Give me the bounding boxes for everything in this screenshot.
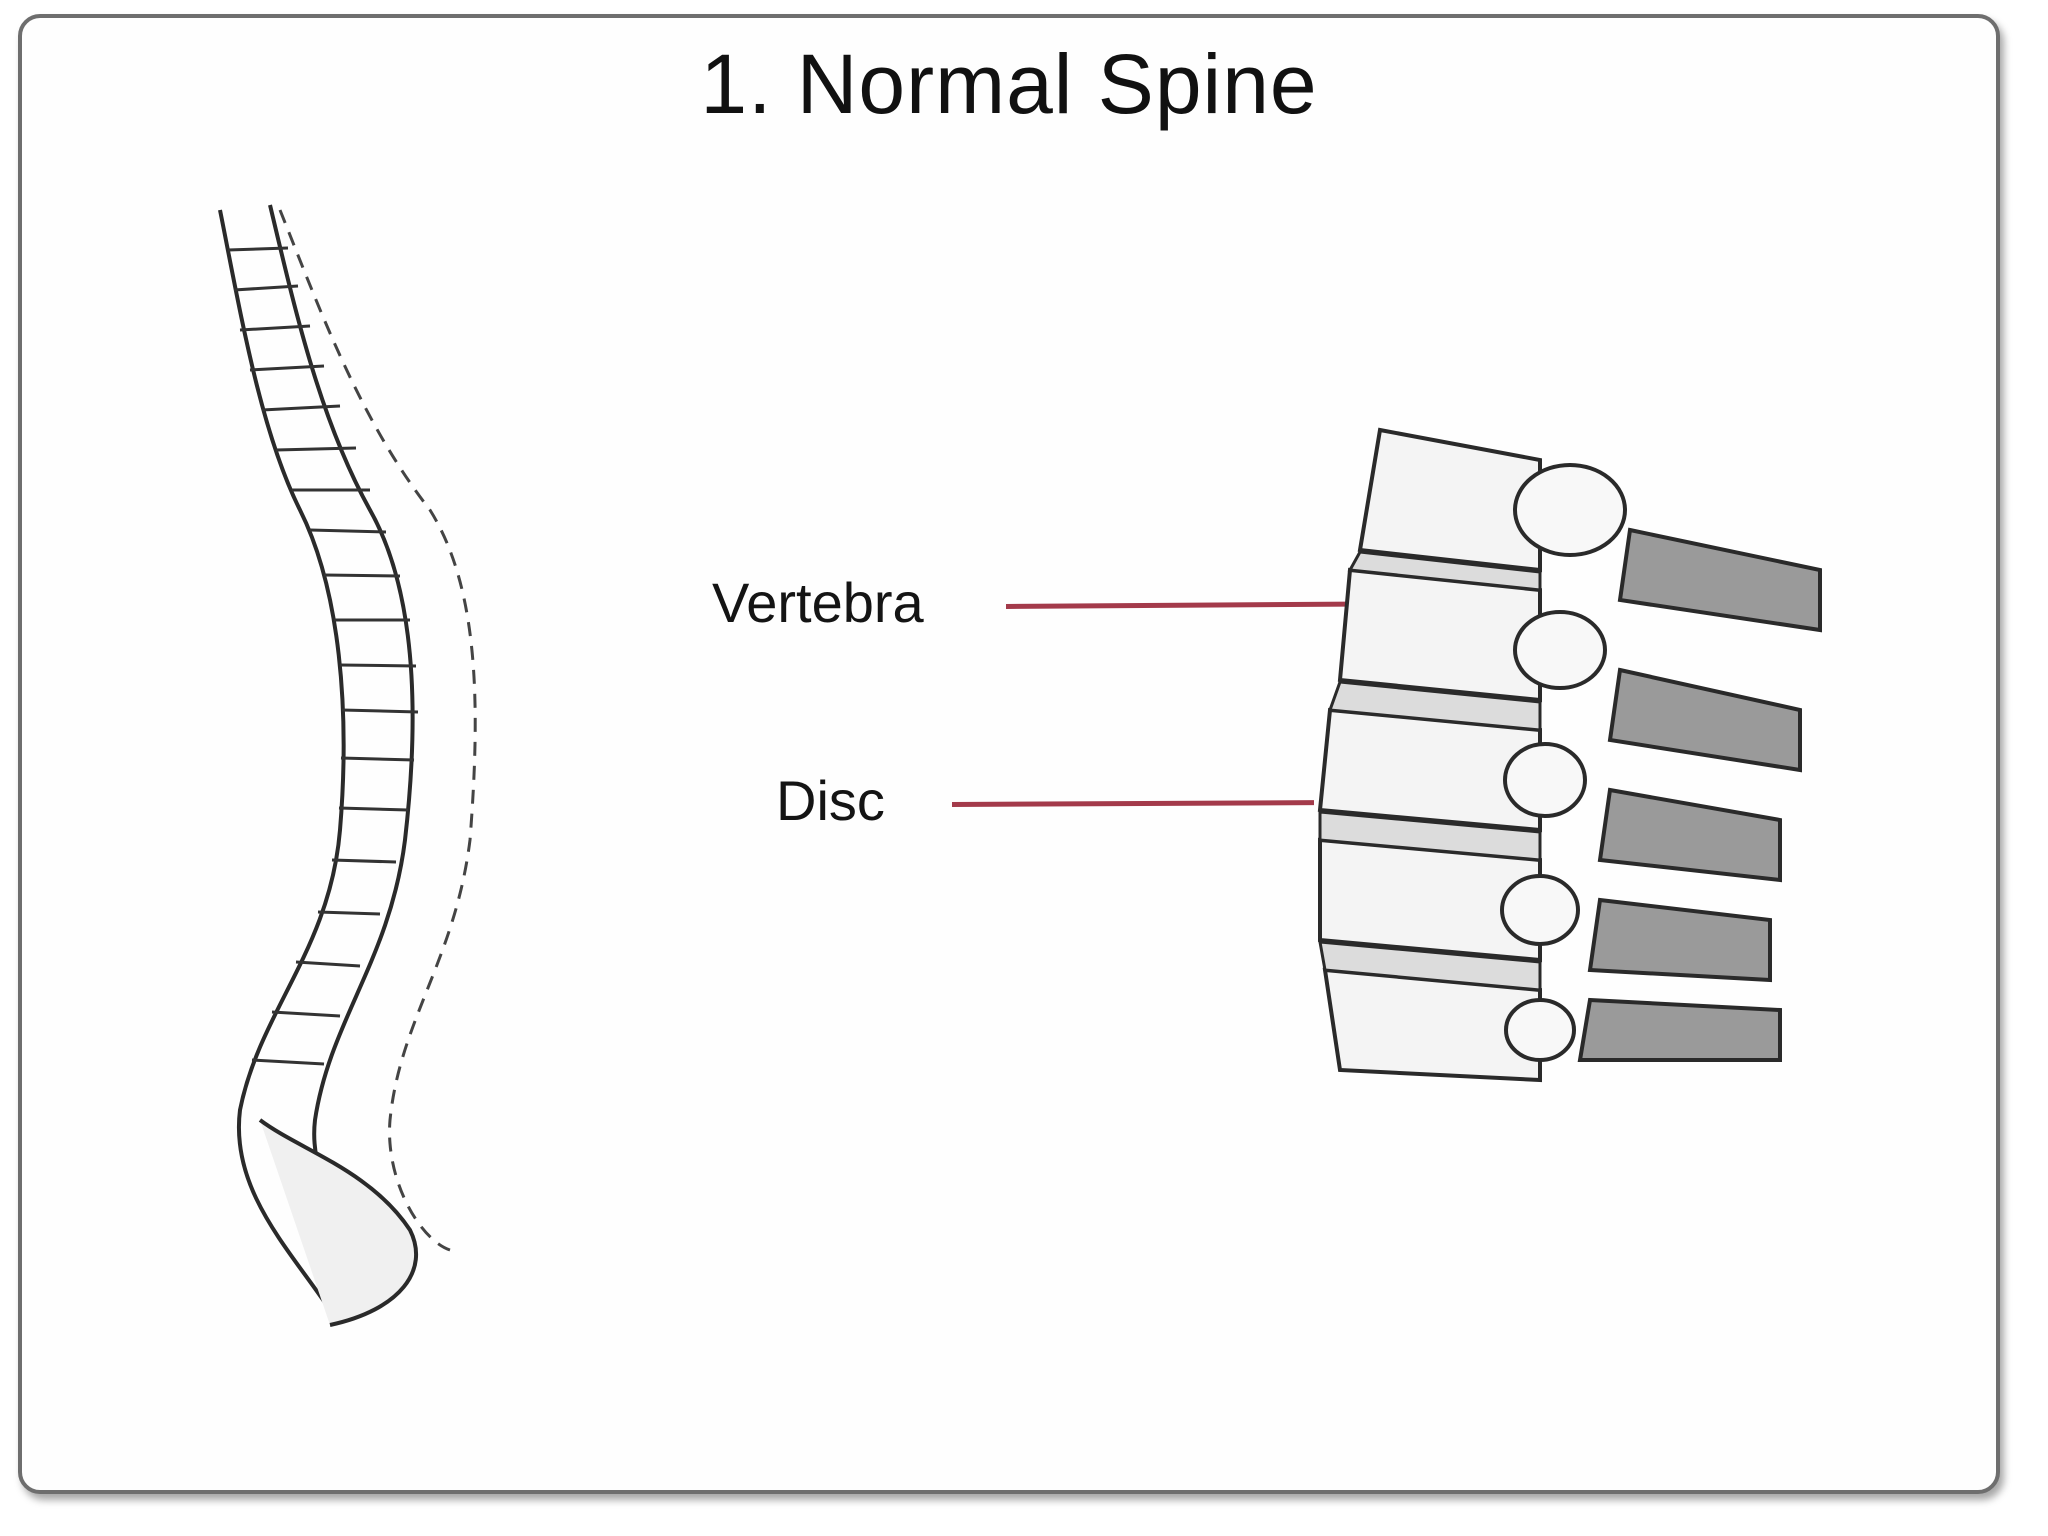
intervertebral-discs [1318, 550, 1542, 992]
disc-2 [1327, 680, 1542, 732]
spinous-processes [1577, 527, 1822, 1062]
spinous-process-1 [1617, 527, 1822, 633]
spinous-process-3 [1597, 787, 1782, 883]
vertebra-segments [227, 246, 419, 1066]
vertebra-label: Vertebra [712, 571, 924, 634]
lumbar-closeup-illustration [1317, 427, 1822, 1083]
disc-4 [1318, 940, 1542, 992]
spinous-process-5 [1577, 997, 1782, 1062]
sacrum-coccyx [258, 1118, 418, 1327]
facet-joints [1500, 463, 1627, 1062]
vertebral-body-2 [1337, 567, 1542, 703]
vertebral-bodies [1317, 427, 1542, 1083]
spinous-process-4 [1587, 897, 1772, 983]
disc-1 [1347, 550, 1542, 592]
spinous-process-2 [1607, 667, 1802, 773]
slide-title: 1. Normal Spine [700, 37, 1318, 131]
disc-label: Disc [776, 769, 885, 832]
spine-column [218, 209, 346, 1312]
disc-3 [1318, 810, 1542, 862]
vertebral-body-1 [1357, 427, 1542, 573]
spine-column-front [268, 204, 415, 1272]
full-spine-illustration [218, 204, 477, 1327]
